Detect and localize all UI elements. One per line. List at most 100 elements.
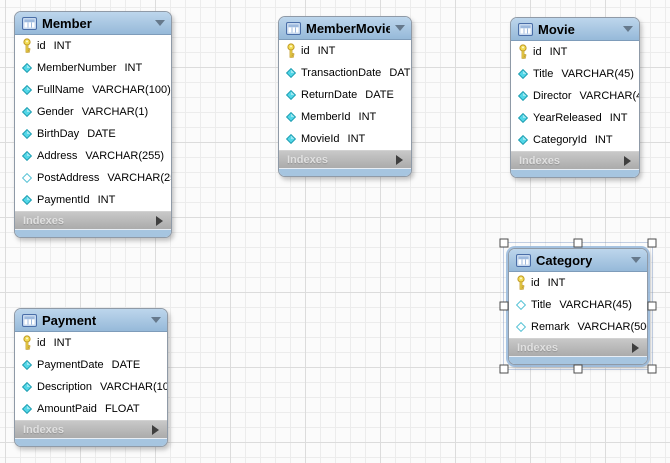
chevron-right-icon[interactable]	[632, 342, 639, 353]
table-bottom-strip	[15, 229, 171, 237]
column-row[interactable]: FullName VARCHAR(100)	[15, 79, 171, 101]
table-header[interactable]: MemberMovie	[279, 17, 411, 40]
indexes-label: Indexes	[23, 214, 64, 227]
chevron-right-icon[interactable]	[152, 424, 159, 435]
diamond-filled-icon	[285, 90, 296, 100]
table-bottom-strip	[15, 438, 167, 446]
chevron-down-icon[interactable]	[155, 20, 165, 26]
key-icon	[517, 44, 528, 60]
diamond-hollow-icon	[515, 322, 526, 332]
column-row[interactable]: MemberId INT	[279, 106, 411, 128]
diamond-filled-icon	[285, 134, 296, 144]
column-type: INT	[97, 194, 116, 206]
diamond-filled-icon	[285, 68, 296, 78]
chevron-down-icon[interactable]	[631, 257, 641, 263]
selection-handle-ml[interactable]	[499, 301, 509, 311]
column-row[interactable]: MemberNumber INT	[15, 57, 171, 79]
column-row[interactable]: MovieId INT	[279, 128, 411, 150]
indexes-bar[interactable]: Indexes	[511, 151, 639, 169]
diamond-hollow-icon	[515, 300, 526, 310]
key-icon	[285, 43, 296, 59]
selection-handle-tm[interactable]	[573, 238, 583, 248]
chevron-down-icon[interactable]	[151, 317, 161, 323]
column-row[interactable]: PaymentDate DATE	[15, 354, 167, 376]
table-title: Payment	[42, 312, 97, 328]
table-columns: id INT Title VARCHAR(45) Remark VARCHAR(…	[509, 272, 647, 338]
column-row[interactable]: YearReleased INT	[511, 107, 639, 129]
table-header[interactable]: Movie	[511, 18, 639, 41]
chevron-down-icon[interactable]	[395, 25, 405, 31]
chevron-right-icon[interactable]	[624, 155, 631, 166]
column-type: VARCHAR(45)	[561, 68, 634, 80]
column-type: INT	[549, 46, 568, 58]
selection-handle-bm[interactable]	[573, 364, 583, 374]
table-payment[interactable]: Payment id INT PaymentDate DATE Descript…	[14, 308, 168, 447]
column-row[interactable]: Director VARCHAR(45)	[511, 85, 639, 107]
column-row[interactable]: TransactionDate DATE	[279, 62, 411, 84]
selection-handle-tr[interactable]	[647, 238, 657, 248]
selection-handle-bl[interactable]	[499, 364, 509, 374]
column-name: id	[301, 45, 310, 57]
column-row[interactable]: id INT	[279, 40, 411, 62]
table-title: Movie	[538, 21, 575, 37]
table-header[interactable]: Payment	[15, 309, 167, 332]
column-row[interactable]: PostAddress VARCHAR(255)	[15, 167, 171, 189]
column-row[interactable]: Title VARCHAR(45)	[509, 294, 647, 316]
column-row[interactable]: AmountPaid FLOAT	[15, 398, 167, 420]
column-name: TransactionDate	[301, 67, 382, 79]
column-name: BirthDay	[37, 128, 80, 140]
diamond-filled-icon	[21, 85, 32, 95]
table-columns: id INT PaymentDate DATE Description VARC…	[15, 332, 167, 420]
indexes-bar[interactable]: Indexes	[279, 150, 411, 168]
column-row[interactable]: BirthDay DATE	[15, 123, 171, 145]
column-row[interactable]: id INT	[509, 272, 647, 294]
diamond-filled-icon	[21, 382, 32, 392]
diamond-filled-icon	[517, 69, 528, 79]
table-columns: id INT Title VARCHAR(45) Director VARCHA…	[511, 41, 639, 151]
column-name: CategoryId	[533, 134, 587, 146]
key-icon	[21, 335, 32, 351]
column-row[interactable]: Title VARCHAR(45)	[511, 63, 639, 85]
column-type: DATE	[389, 67, 411, 79]
column-type: VARCHAR(1)	[81, 106, 149, 118]
column-type: INT	[609, 112, 628, 124]
chevron-down-icon[interactable]	[623, 26, 633, 32]
table-bottom-strip	[279, 168, 411, 176]
column-type: INT	[53, 40, 72, 52]
column-row[interactable]: Remark VARCHAR(500)	[509, 316, 647, 338]
indexes-bar[interactable]: Indexes	[15, 420, 167, 438]
column-type: VARCHAR(255)	[85, 150, 165, 162]
diamond-filled-icon	[517, 113, 528, 123]
indexes-bar[interactable]: Indexes	[509, 338, 647, 356]
table-member[interactable]: Member id INT MemberNumber INT FullName …	[14, 11, 172, 238]
column-name: FullName	[37, 84, 85, 96]
column-row[interactable]: id INT	[15, 35, 171, 57]
column-row[interactable]: Address VARCHAR(255)	[15, 145, 171, 167]
diamond-filled-icon	[517, 91, 528, 101]
selection-handle-br[interactable]	[647, 364, 657, 374]
indexes-label: Indexes	[287, 153, 328, 166]
column-row[interactable]: id INT	[511, 41, 639, 63]
column-name: MovieId	[301, 133, 340, 145]
column-row[interactable]: PaymentId INT	[15, 189, 171, 211]
diamond-filled-icon	[21, 404, 32, 414]
indexes-bar[interactable]: Indexes	[15, 211, 171, 229]
table-category[interactable]: Category id INT Title VARCHAR(45) Remark…	[508, 248, 648, 365]
selection-handle-tl[interactable]	[499, 238, 509, 248]
table-header[interactable]: Category	[509, 249, 647, 272]
column-row[interactable]: Gender VARCHAR(1)	[15, 101, 171, 123]
column-row[interactable]: id INT	[15, 332, 167, 354]
table-header[interactable]: Member	[15, 12, 171, 35]
chevron-right-icon[interactable]	[156, 215, 163, 226]
table-icon	[518, 22, 533, 36]
column-row[interactable]: ReturnDate DATE	[279, 84, 411, 106]
chevron-right-icon[interactable]	[396, 154, 403, 165]
table-movie[interactable]: Movie id INT Title VARCHAR(45) Director …	[510, 17, 640, 178]
selection-handle-mr[interactable]	[647, 301, 657, 311]
column-name: id	[533, 46, 542, 58]
table-membermovie[interactable]: MemberMovie id INT TransactionDate DATE …	[278, 16, 412, 177]
column-row[interactable]: Description VARCHAR(100)	[15, 376, 167, 398]
column-row[interactable]: CategoryId INT	[511, 129, 639, 151]
column-type: DATE	[111, 359, 141, 371]
